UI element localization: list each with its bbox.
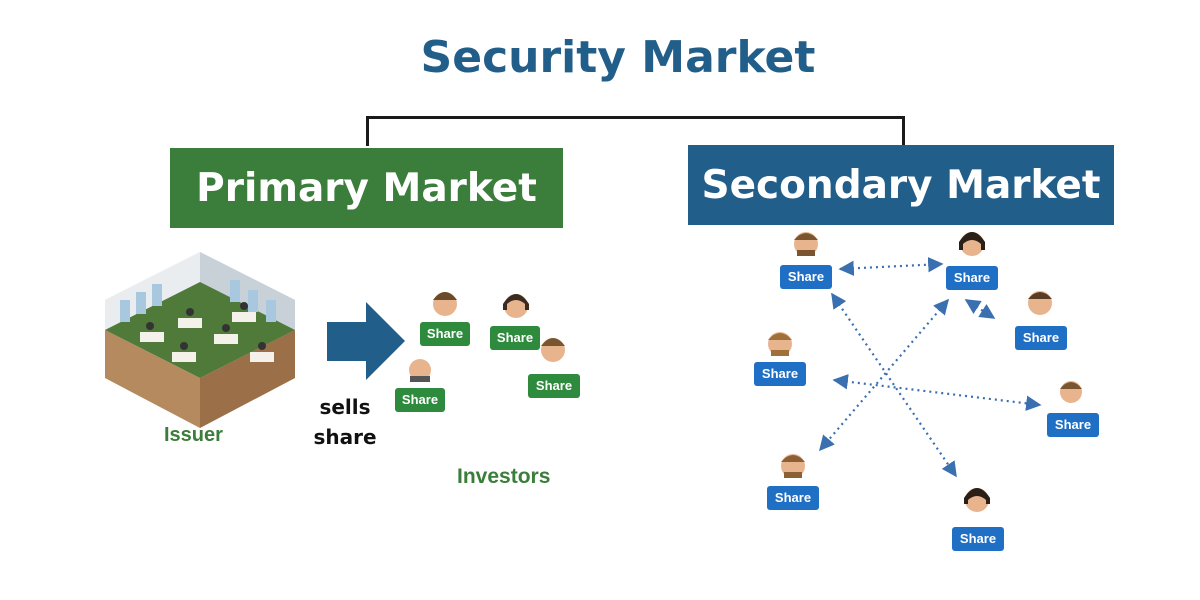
primary-market-heading: Primary Market [196, 165, 537, 211]
investor-person-icon: Share [420, 292, 470, 346]
investor-person-icon: Share [767, 454, 819, 510]
secondary-market-box: Secondary Market [688, 145, 1114, 225]
investor-person-icon: Share [946, 232, 998, 290]
issuer-label: Issuer [164, 424, 223, 446]
primary-market-box: Primary Market [170, 148, 563, 228]
svg-text:Share: Share [960, 531, 996, 546]
investor-person-icon: Share [952, 488, 1004, 551]
investor-person-icon: Share [395, 359, 445, 412]
svg-text:Share: Share [954, 270, 990, 285]
svg-text:Share: Share [762, 366, 798, 381]
right-arrow-icon [327, 302, 405, 380]
arrow-label: sells share [313, 395, 377, 449]
connector-bracket [366, 116, 905, 146]
svg-text:Share: Share [497, 330, 533, 345]
investor-person-icon: Share [1015, 291, 1067, 350]
investor-person-icon: Share [1047, 381, 1099, 437]
svg-text:Share: Share [788, 269, 824, 284]
svg-text:Share: Share [1055, 417, 1091, 432]
office-building-icon [105, 252, 295, 428]
svg-text:Share: Share [775, 490, 811, 505]
investor-person-icon: Share [490, 294, 540, 350]
svg-text:Share: Share [1023, 330, 1059, 345]
diagram-title: Security Market [420, 32, 816, 83]
investor-person-icon: Share [754, 332, 806, 386]
secondary-market-heading: Secondary Market [701, 162, 1101, 208]
investors-label: Investors [457, 465, 551, 488]
investor-person-icon: Share [780, 232, 832, 289]
investor-person-icon: Share [528, 338, 580, 398]
svg-text:Share: Share [536, 378, 572, 393]
svg-text:Share: Share [427, 326, 463, 341]
svg-text:Share: Share [402, 392, 438, 407]
double-headed-dotted-arrow-icon [819, 256, 1042, 478]
